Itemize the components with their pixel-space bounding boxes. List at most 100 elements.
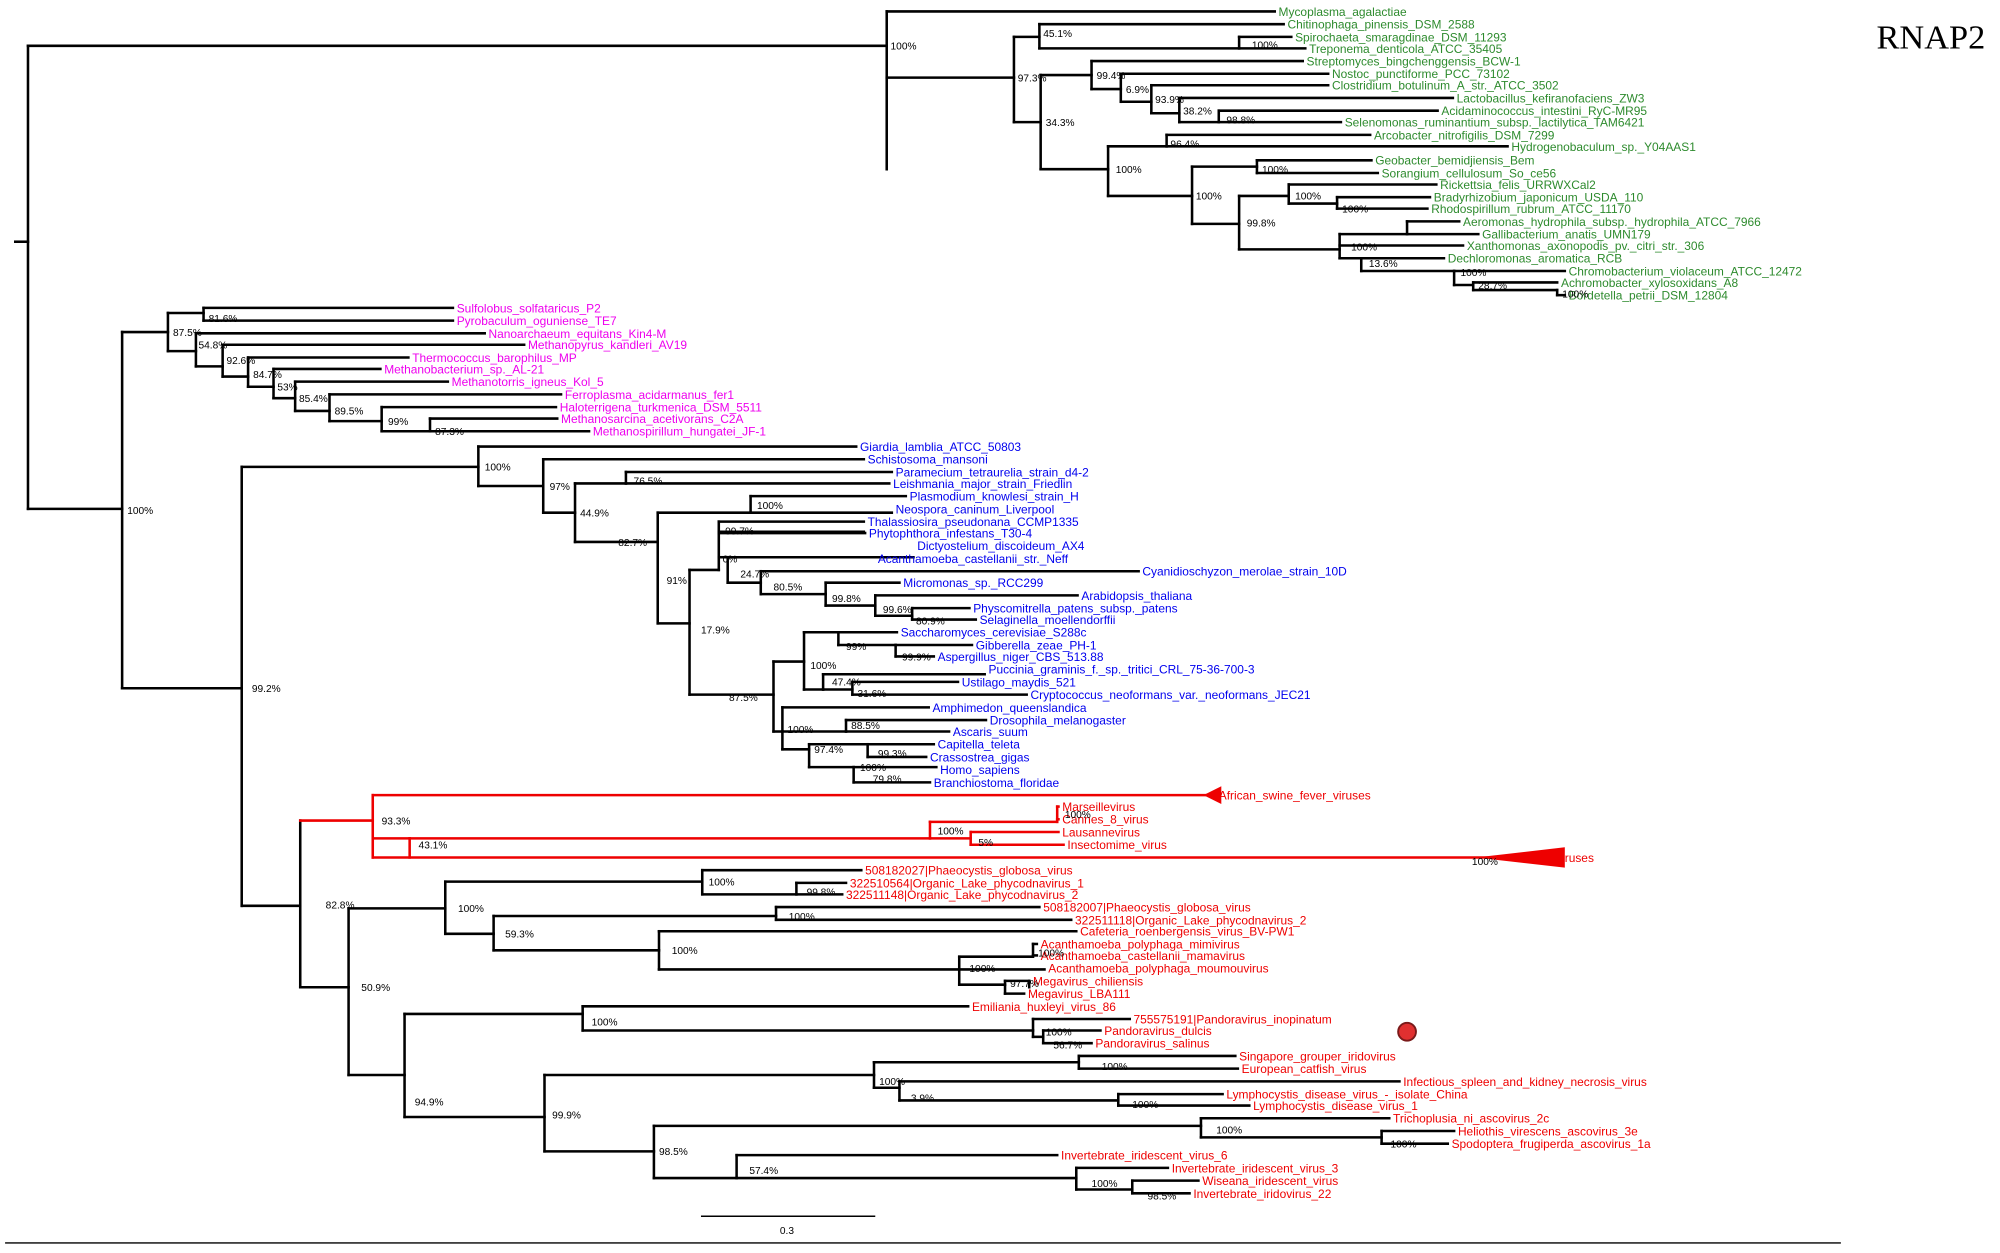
support-value: 100% xyxy=(1038,949,1064,960)
support-value: 100% xyxy=(485,463,511,474)
taxon-label: 322510564|Organic_Lake_phycodnavirus_1 xyxy=(850,876,1084,890)
support-value: 0% xyxy=(723,554,738,565)
support-value: 28.7% xyxy=(1478,281,1507,292)
taxon-label: Invertebrate_iridescent_virus_3 xyxy=(1172,1161,1339,1175)
support-value: 100% xyxy=(891,42,917,53)
taxon-label: Arabidopsis_thaliana xyxy=(1081,589,1192,603)
taxon-label: Spirochaeta_smaragdinae_DSM_11293 xyxy=(1295,30,1507,44)
taxon-label: Branchiostoma_floridae xyxy=(934,776,1060,790)
support-value: 99.6% xyxy=(883,605,912,616)
support-value: 53% xyxy=(277,383,297,394)
taxon-label: Trichoplusia_ni_ascovirus_2c xyxy=(1393,1112,1549,1126)
support-value: 100% xyxy=(1092,1179,1118,1190)
support-value: 76.5% xyxy=(634,477,663,488)
taxon-label: Haloterrigena_turkmenica_DSM_5511 xyxy=(560,401,763,415)
taxon-label: Pyrobaculum_oguniense_TE7 xyxy=(457,314,617,328)
taxon-label: 322511148|Organic_Lake_phycodnavirus_2 xyxy=(846,888,1079,902)
support-value: 54.8% xyxy=(198,341,227,352)
support-value: 97.3% xyxy=(1018,73,1047,84)
taxon-label: Acanthamoeba_castellanii_mamavirus xyxy=(1041,949,1245,963)
support-value: 100% xyxy=(592,1017,618,1028)
taxon-label: African_swine_fever_viruses xyxy=(1219,789,1371,803)
support-value: 99.8% xyxy=(832,594,861,605)
taxon-label: Invertebrate_iridovirus_22 xyxy=(1193,1187,1331,1201)
support-value: 100% xyxy=(860,763,886,774)
support-value: 80.9% xyxy=(916,617,945,628)
taxon-label: Arcobacter_nitrofigilis_DSM_7299 xyxy=(1374,128,1555,142)
taxon-label: Neospora_caninum_Liverpool xyxy=(896,502,1055,516)
taxon-label: Rhodospirillum_rubrum_ATCC_11170 xyxy=(1431,202,1631,216)
taxon-label: Methanospirillum_hungatei_JF-1 xyxy=(593,425,767,439)
taxon-label: Lausannevirus xyxy=(1062,825,1140,839)
support-value: 100% xyxy=(757,501,783,512)
support-value: 5% xyxy=(978,838,993,849)
support-value: 47.4% xyxy=(832,678,861,689)
support-value: 44.9% xyxy=(580,509,609,520)
taxon-label: Methanopyrus_kandleri_AV19 xyxy=(528,338,687,352)
taxon-label: Cryptococcus_neoformans_var._neoformans_… xyxy=(1030,688,1310,702)
taxon-label: Puccinia_graminis_f._sp._tritici_CRL_75-… xyxy=(988,663,1254,677)
taxon-label: Pandoravirus_salinus xyxy=(1095,1037,1209,1051)
taxon-label: Selenomonas_ruminantium_subsp._lactilyti… xyxy=(1345,116,1645,130)
taxon-label: Thermococcus_barophilus_MP xyxy=(412,351,577,365)
support-value: 100% xyxy=(1295,192,1321,203)
support-value: 88.5% xyxy=(851,721,880,732)
support-value: 38.2% xyxy=(1183,106,1212,117)
support-value: 89.5% xyxy=(335,407,364,418)
taxon-label: Methanotorris_igneus_Kol_5 xyxy=(452,375,604,389)
taxon-label: Paramecium_tetraurelia_strain_d4-2 xyxy=(896,465,1089,479)
support-value: 84.7% xyxy=(253,370,282,381)
support-value: 93.9% xyxy=(1155,95,1184,106)
support-value: 100% xyxy=(1196,192,1222,203)
taxon-label: 322511118|Organic_Lake_phycodnavirus_2 xyxy=(1075,913,1307,927)
taxon-label: Homo_sapiens xyxy=(940,763,1020,777)
support-value: 98.5% xyxy=(659,1147,688,1158)
taxon-label: 508182027|Phaeocystis_globosa_virus xyxy=(865,864,1073,878)
support-value: 99.7% xyxy=(725,526,754,537)
highlight-marker xyxy=(1397,1021,1417,1042)
taxon-label: Phytophthora_infestans_T30-4 xyxy=(869,527,1033,541)
support-value: 100% xyxy=(458,904,484,915)
taxon-label: Rickettsia_felis_URRWXCal2 xyxy=(1440,178,1596,192)
taxon-label: Ascaris_suum xyxy=(953,725,1028,739)
support-value: 59.3% xyxy=(505,930,534,941)
support-value: 82.8% xyxy=(326,900,355,911)
support-value: 100% xyxy=(810,661,836,672)
taxon-label: Acanthamoeba_castellanii_str._Neff xyxy=(878,552,1069,566)
taxon-label: Megavirus_chiliensis xyxy=(1033,974,1143,988)
taxon-label: Pandoravirus_dulcis xyxy=(1104,1024,1212,1038)
support-value: 100% xyxy=(1342,204,1368,215)
support-value: 17.9% xyxy=(701,626,730,637)
support-value: 31.6% xyxy=(857,689,886,700)
taxon-label: Micromonas_sp._RCC299 xyxy=(903,576,1043,590)
support-value: 100% xyxy=(672,946,698,957)
taxon-label: Selaginella_moellendorffii xyxy=(980,613,1116,627)
collapsed-clade-triangle xyxy=(1475,847,1565,868)
support-value: 50.9% xyxy=(361,983,390,994)
support-value: 81.6% xyxy=(209,314,238,325)
support-value: 99.4% xyxy=(1097,71,1126,82)
support-value: 99.9% xyxy=(902,652,931,663)
taxon-label: Acanthamoeba_polyphaga_moumouvirus xyxy=(1048,962,1268,976)
taxon-label: Chromobacterium_violaceum_ATCC_12472 xyxy=(1569,264,1803,278)
support-value: 57.4% xyxy=(749,1166,778,1177)
support-value: 99.3% xyxy=(878,749,907,760)
taxon-label: Poxviruses xyxy=(1536,851,1594,865)
support-value: 99.8% xyxy=(1247,218,1276,229)
support-value: 24.7% xyxy=(740,570,769,581)
support-value: 100% xyxy=(879,1077,905,1088)
support-value: 100% xyxy=(1351,243,1377,254)
support-value: 97.7% xyxy=(1010,979,1039,990)
support-value: 100% xyxy=(1132,1100,1158,1111)
taxon-label: Leishmania_major_strain_Friedlin xyxy=(893,477,1072,491)
taxon-label: Megavirus_LBA111 xyxy=(1028,987,1131,1001)
taxon-label: Cannes_8_virus xyxy=(1062,813,1148,827)
taxon-label: Drosophila_melanogaster xyxy=(990,714,1126,728)
taxon-label: Ferroplasma_acidarmanus_fer1 xyxy=(565,388,735,402)
support-value: 100% xyxy=(1262,165,1288,176)
support-value: 56.7% xyxy=(1053,1040,1082,1051)
support-value: 94.9% xyxy=(415,1098,444,1109)
support-value: 100% xyxy=(1046,1028,1072,1039)
